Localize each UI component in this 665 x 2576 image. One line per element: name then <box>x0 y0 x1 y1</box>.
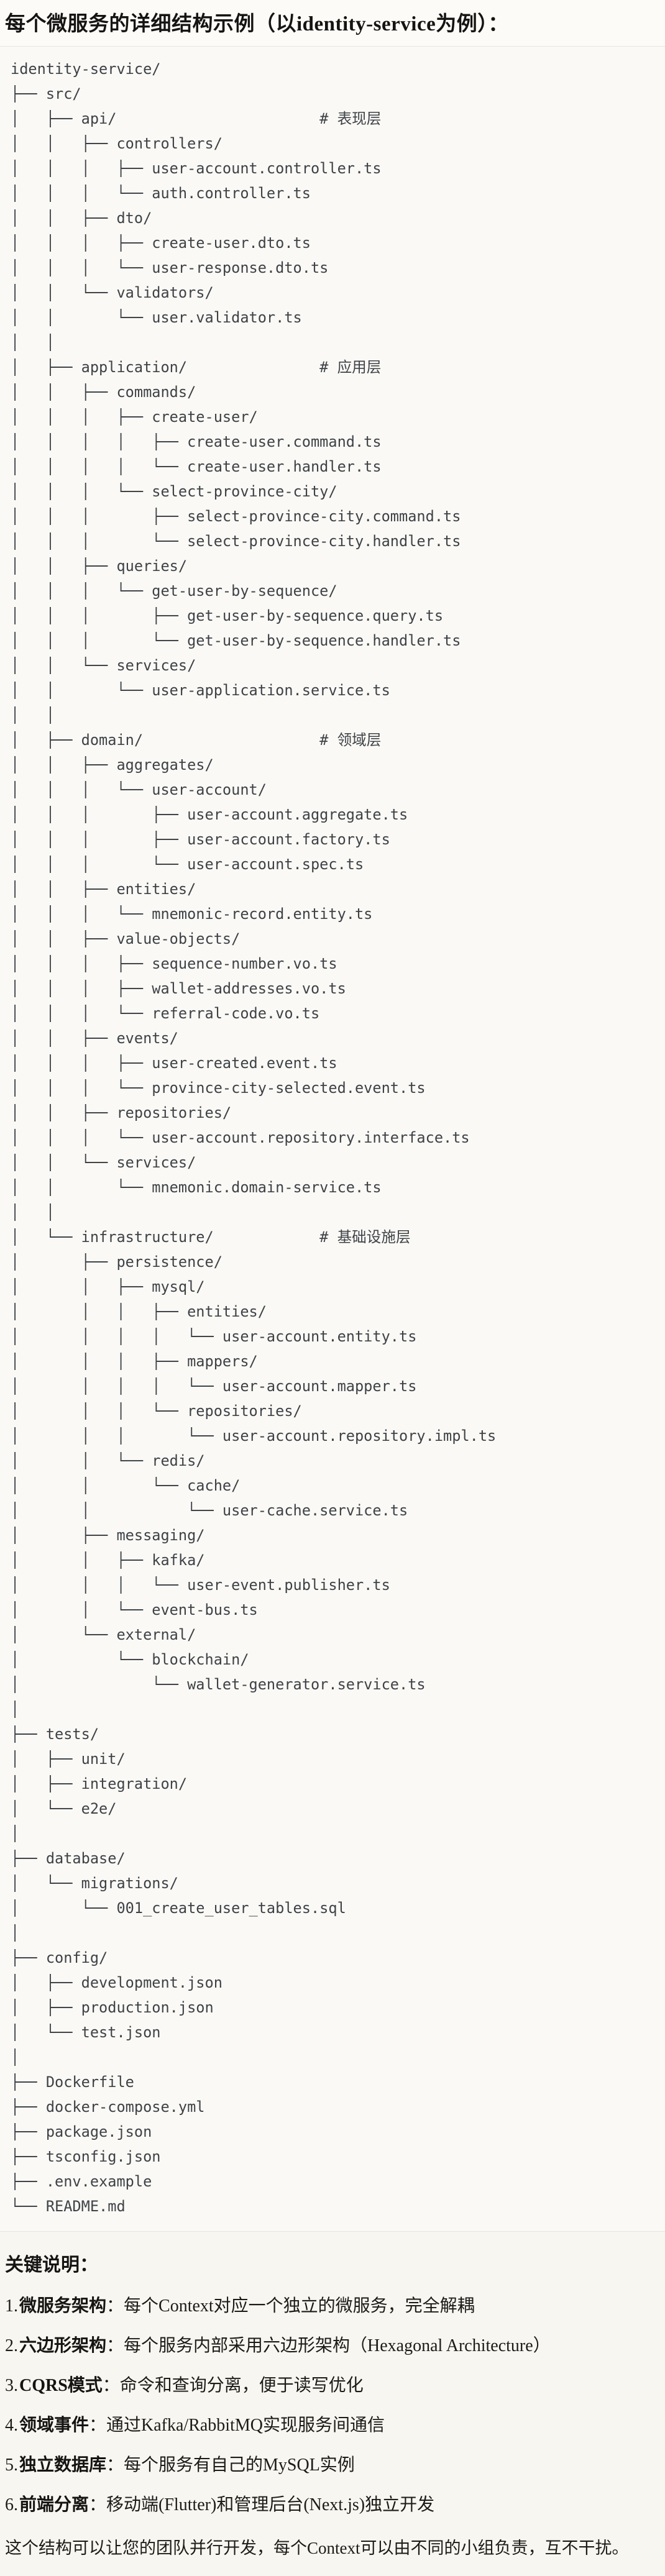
note-text: ：每个服务有自己的MySQL实例 <box>106 2455 355 2475</box>
note-number: 1. <box>5 2296 18 2316</box>
note-item-1: 1.微服务架构：每个Context对应一个独立的微服务，完全解耦 <box>5 2295 659 2318</box>
directory-tree: identity-service/ ├── src/ │ ├── api/ # … <box>0 46 665 2232</box>
note-item-5: 5.独立数据库：每个服务有自己的MySQL实例 <box>5 2454 659 2477</box>
note-number: 4. <box>5 2416 18 2435</box>
notes-heading: 关键说明： <box>5 2255 98 2275</box>
notes-section: 关键说明： 1.微服务架构：每个Context对应一个独立的微服务，完全解耦 2… <box>0 2232 665 2576</box>
note-term: 六边形架构 <box>19 2336 107 2355</box>
note-item-2: 2.六边形架构：每个服务内部采用六边形架构（Hexagonal Architec… <box>5 2334 659 2357</box>
note-text: ：通过Kafka/RabbitMQ实现服务间通信 <box>89 2416 385 2435</box>
note-number: 3. <box>5 2376 18 2395</box>
note-number: 2. <box>5 2336 18 2355</box>
note-term: 领域事件 <box>19 2416 89 2435</box>
note-term: 微服务架构 <box>19 2296 107 2316</box>
note-term: 前端分离 <box>19 2495 89 2514</box>
note-item-6: 6.前端分离：移动端(Flutter)和管理后台(Next.js)独立开发 <box>5 2493 659 2516</box>
note-term: 独立数据库 <box>19 2455 107 2475</box>
note-number: 5. <box>5 2455 18 2475</box>
note-text: ：移动端(Flutter)和管理后台(Next.js)独立开发 <box>89 2495 435 2514</box>
note-text: ：每个Context对应一个独立的微服务，完全解耦 <box>106 2296 475 2316</box>
page-title: 每个微服务的详细结构示例（以identity-service为例）： <box>5 13 509 35</box>
note-item-3: 3.CQRS模式：命令和查询分离，便于读写优化 <box>5 2374 659 2397</box>
note-item-4: 4.领域事件：通过Kafka/RabbitMQ实现服务间通信 <box>5 2414 659 2437</box>
note-number: 6. <box>5 2495 18 2514</box>
note-text: ：每个服务内部采用六边形架构（Hexagonal Architecture） <box>106 2336 551 2355</box>
note-term: CQRS模式 <box>19 2376 103 2395</box>
closing-paragraph: 这个结构可以让您的团队并行开发，每个Context可以由不同的小组负责，互不干扰… <box>5 2539 629 2557</box>
note-text: ：命令和查询分离，便于读写优化 <box>102 2376 364 2395</box>
